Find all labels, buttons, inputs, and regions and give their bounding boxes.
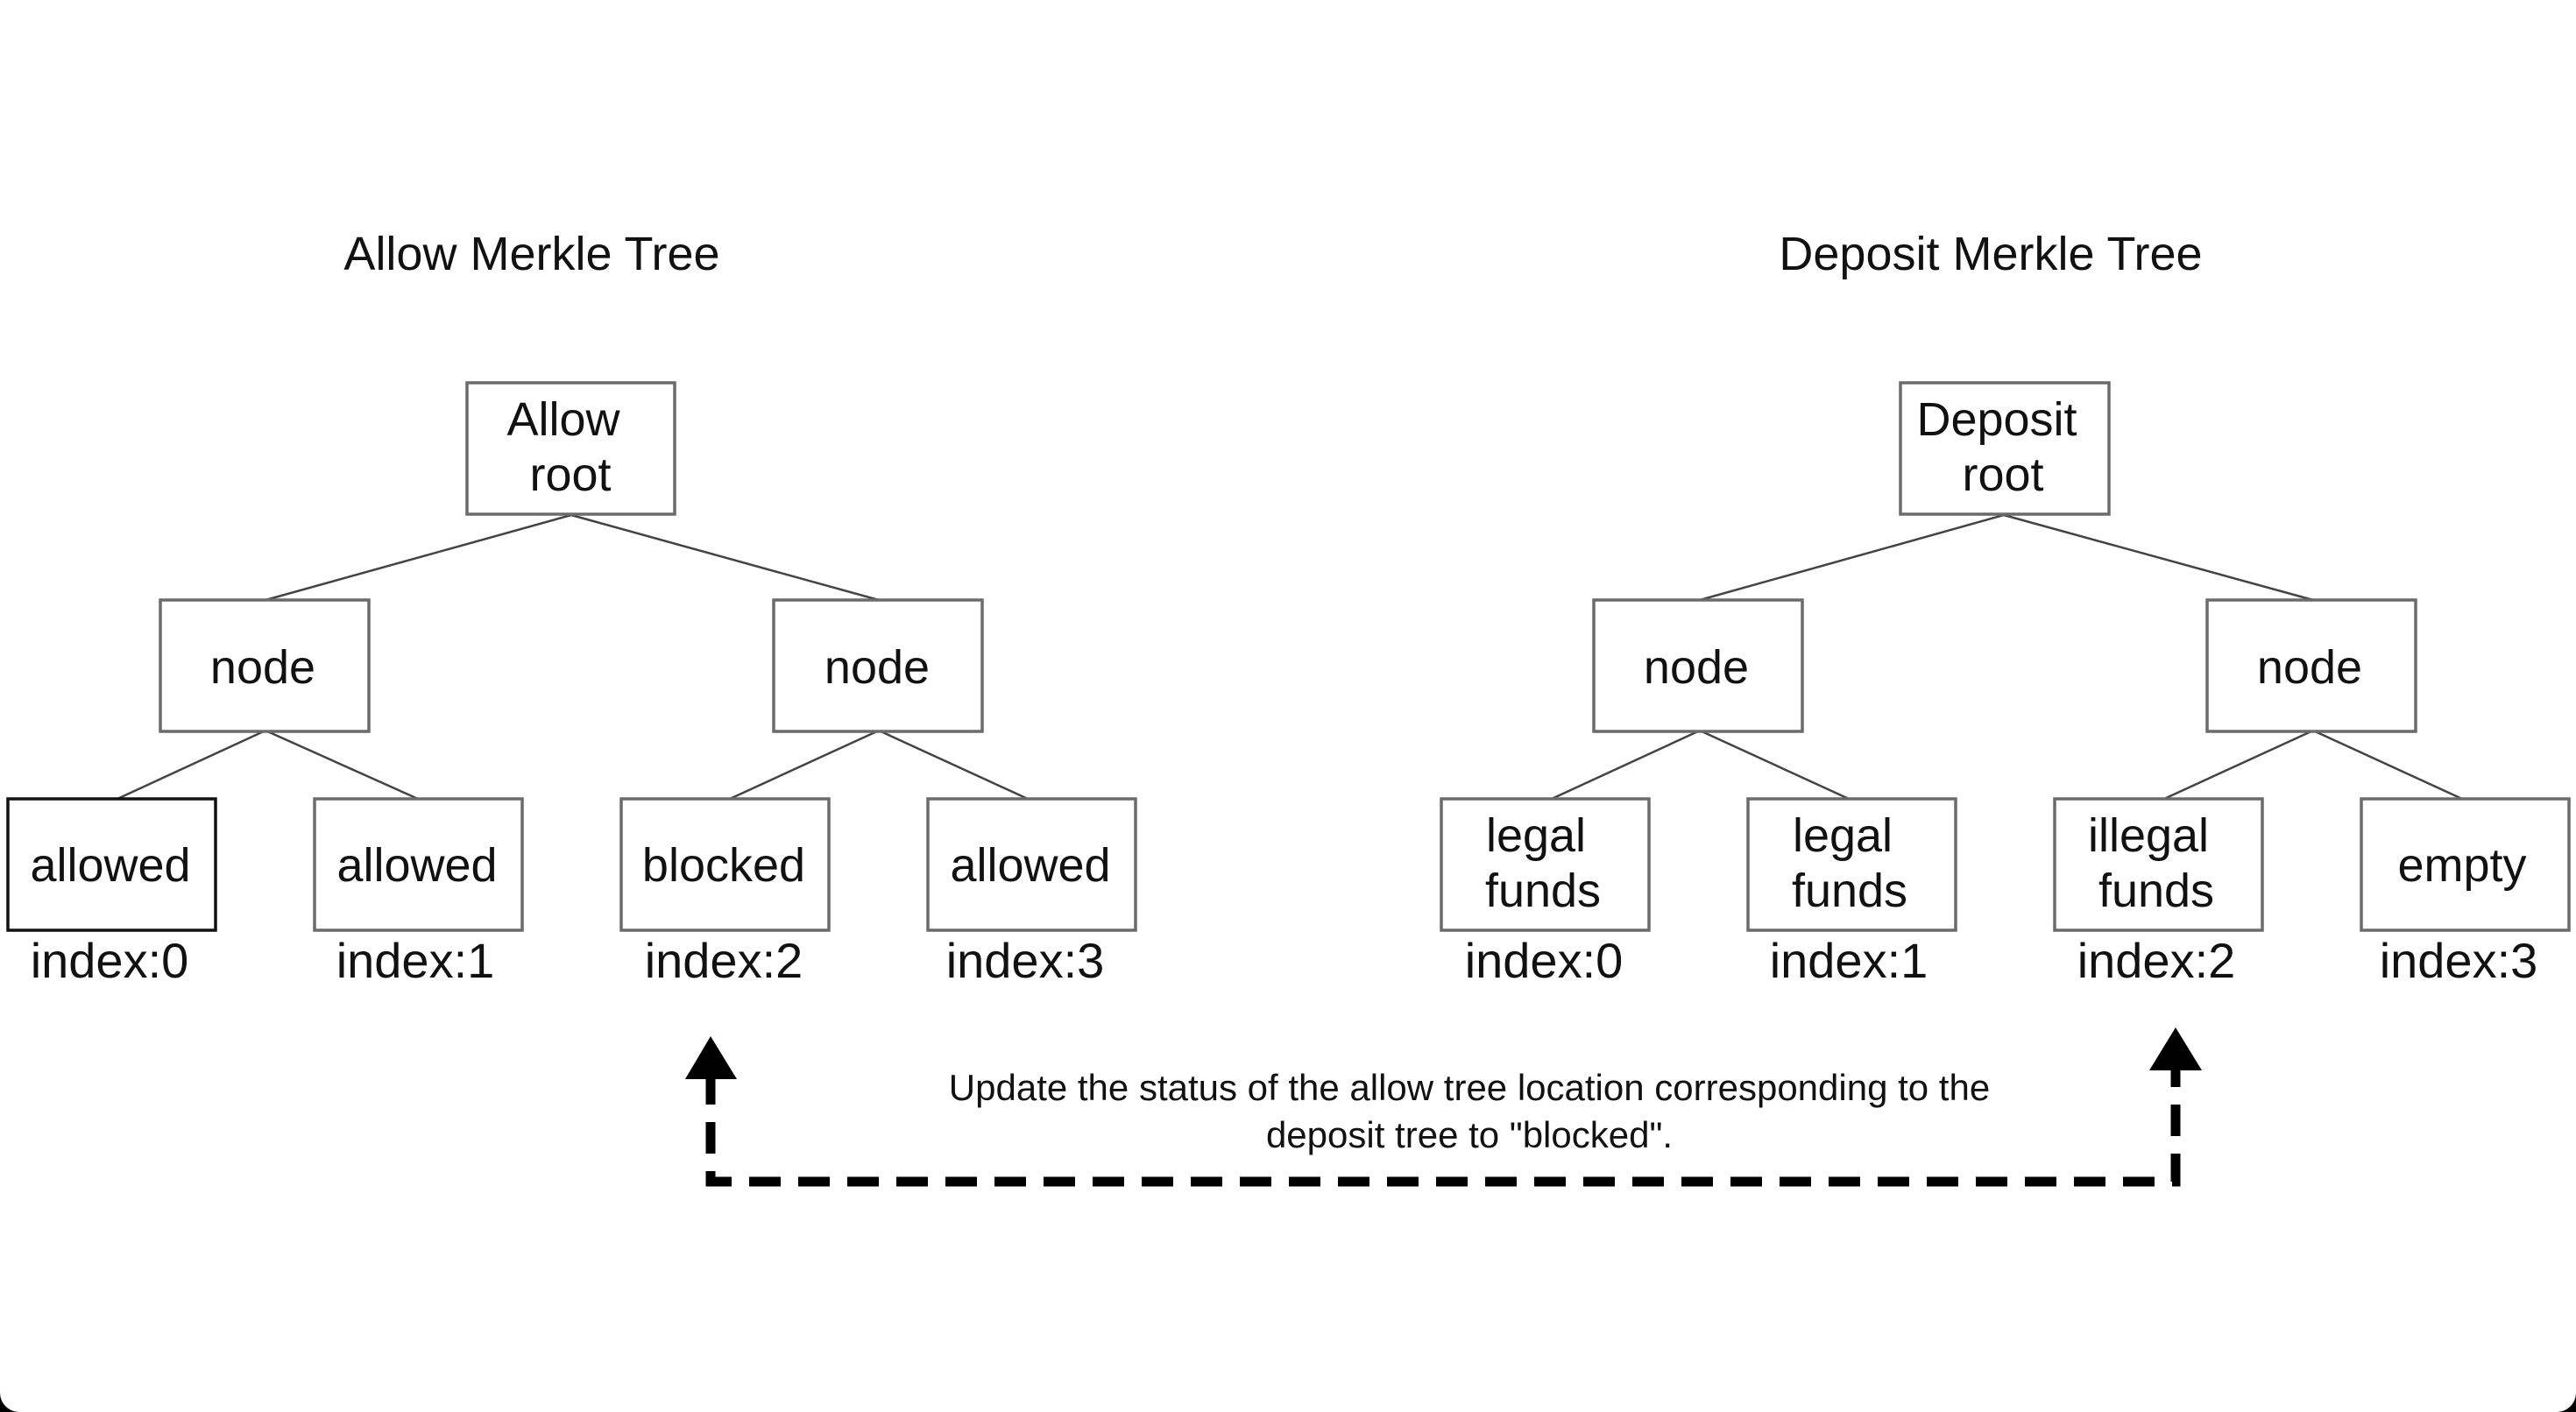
deposit-leaf-0: legal funds index:0	[1440, 797, 1651, 988]
allow-leaf-index: index:0	[31, 933, 189, 988]
allow-leaf-index: index:2	[645, 933, 803, 988]
allow-root-label-line2: root	[529, 448, 611, 501]
allow-leaf-3: allowed index:3	[926, 797, 1137, 988]
update-connector	[685, 1027, 2202, 1187]
deposit-edge-node0-leaf1	[1699, 729, 1850, 801]
deposit-tree-title: Deposit Merkle Tree	[1779, 228, 2202, 280]
allow-edge-node1-leaf2	[729, 729, 880, 801]
deposit-leaf-index: index:2	[2077, 933, 2236, 988]
arrowhead-up-icon	[685, 1036, 737, 1079]
allow-leaf-label-blocked: blocked	[642, 839, 805, 892]
deposit-node-box: node	[1592, 598, 1804, 733]
deposit-leaf-index: index:1	[1770, 933, 1928, 988]
update-note: Update the status of the allow tree loca…	[949, 1067, 1990, 1155]
deposit-edge-node0-leaf0	[1551, 729, 1701, 801]
deposit-edge-node1-leaf2	[2163, 729, 2314, 801]
deposit-tree: Deposit Merkle Tree Deposit root node no	[1440, 228, 2571, 988]
deposit-root-box: Deposit root	[1899, 381, 2111, 516]
deposit-leaf-label: empty	[2397, 839, 2526, 892]
deposit-node-box: node	[2205, 598, 2417, 733]
deposit-leaf-label-line1: legal	[1793, 809, 1893, 862]
deposit-leaf-label-line1: legal	[1486, 809, 1586, 862]
allow-leaf-label: allowed	[950, 839, 1110, 892]
deposit-leaf-3: empty index:3	[2360, 797, 2571, 988]
deposit-leaf-2: illegal funds index:2	[2053, 797, 2264, 988]
allow-leaf-2: blocked index:2	[619, 797, 831, 988]
allow-edge-node1-leaf3	[878, 729, 1029, 801]
deposit-edge-node1-leaf3	[2312, 729, 2463, 801]
deposit-leaf-index: index:3	[2380, 933, 2538, 988]
allow-edge-node0-leaf1	[265, 729, 419, 801]
deposit-leaf-label-illegal-line2: funds	[2098, 865, 2214, 917]
allow-tree: Allow Merkle Tree Allow root node node	[6, 228, 1137, 988]
deposit-edge-root-node1	[2003, 513, 2314, 602]
allow-leaf-index: index:3	[946, 933, 1105, 988]
update-note-line2: deposit tree to "blocked".	[1266, 1114, 1673, 1155]
update-note-line1: Update the status of the allow tree loca…	[949, 1067, 1990, 1108]
allow-leaf-label: allowed	[30, 839, 190, 892]
deposit-leaf-label-line2: funds	[1485, 865, 1601, 917]
deposit-root-label-line1: Deposit	[1916, 393, 2077, 446]
allow-node-box: node	[772, 598, 984, 733]
deposit-leaf-label-illegal-line1: illegal	[2088, 809, 2209, 862]
deposit-edge-root-node0	[1699, 513, 2005, 602]
dashed-connector-line	[705, 1064, 2181, 1187]
deposit-leaf-label-line2: funds	[1792, 865, 1907, 917]
deposit-root-label-line2: root	[1962, 448, 2043, 501]
arrowhead-up-icon	[2149, 1027, 2202, 1070]
deposit-node-label: node	[2257, 641, 2362, 694]
allow-node-box: node	[159, 598, 371, 733]
allow-leaf-label: allowed	[336, 839, 497, 892]
allow-edge-node0-leaf0	[117, 729, 266, 801]
allow-leaf-index: index:1	[336, 933, 495, 988]
allow-node-label: node	[824, 641, 930, 694]
deposit-leaf-index: index:0	[1465, 933, 1624, 988]
allow-leaf-0: allowed index:0	[6, 797, 217, 988]
allow-root-box: Allow root	[465, 381, 676, 516]
deposit-leaf-1: legal funds index:1	[1746, 797, 1957, 988]
allow-node-label: node	[210, 641, 315, 694]
allow-edge-root-node1	[570, 513, 880, 602]
deposit-node-label: node	[1644, 641, 1749, 694]
allow-edge-root-node0	[265, 513, 572, 602]
allow-leaf-1: allowed index:1	[313, 797, 524, 988]
allow-root-label-line1: Allow	[506, 393, 620, 446]
allow-tree-title: Allow Merkle Tree	[343, 228, 719, 280]
